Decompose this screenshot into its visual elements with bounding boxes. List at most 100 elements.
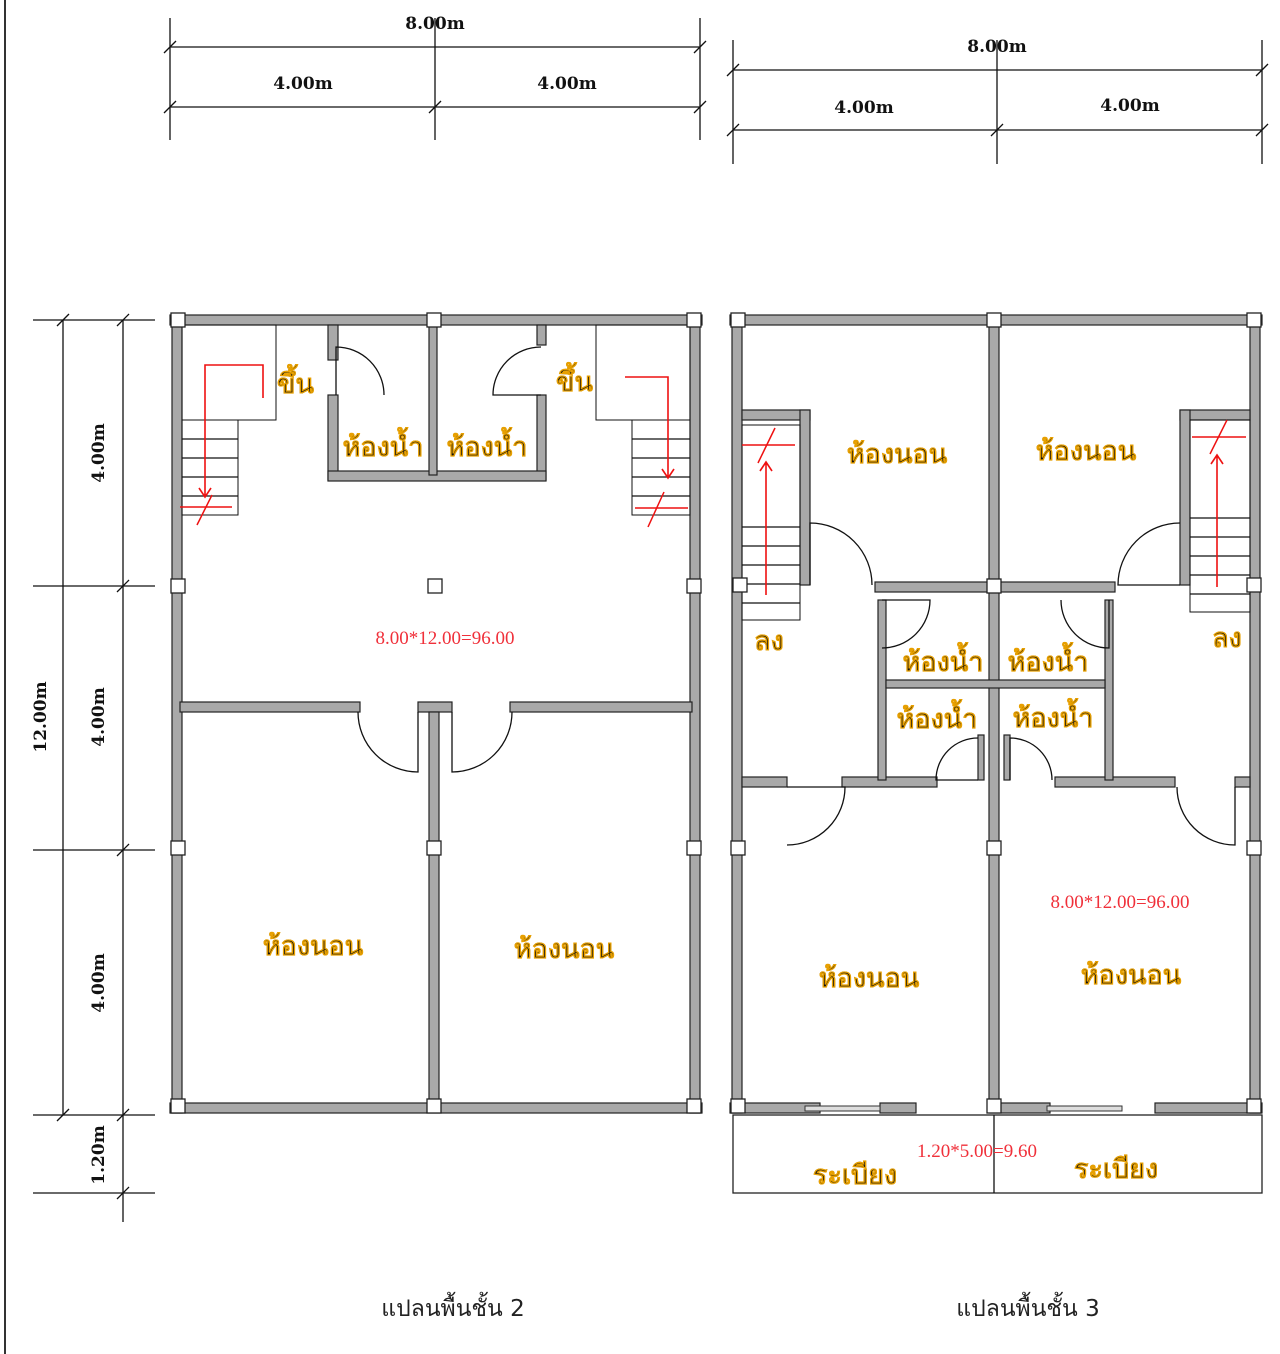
stair-direction-arrow — [198, 364, 264, 499]
wall — [1234, 776, 1251, 788]
door-swing — [451, 711, 513, 773]
f2-bath-right: ห้องน้ำ — [447, 426, 528, 463]
column — [427, 578, 443, 594]
stair-direction-arrow — [759, 460, 773, 595]
wall — [885, 679, 1106, 689]
column — [426, 840, 442, 856]
f3-bath-3: ห้องน้ำ — [897, 698, 978, 735]
f2-stair-left-label: ขึ้น — [277, 363, 314, 400]
window — [1046, 1105, 1123, 1112]
f3-dim-half-right: 4.00m — [1100, 96, 1159, 116]
f3-bed-bottom-left: ห้องนอน — [819, 963, 920, 994]
dimension-tick — [693, 100, 707, 114]
column — [1246, 312, 1262, 328]
f3-balcony-right: ระเบียง — [1074, 1154, 1158, 1185]
dimension-tick — [990, 123, 1004, 137]
f2-dim-balcony: 1.20m — [89, 1125, 109, 1184]
column — [986, 1098, 1002, 1114]
stair-break-line — [1209, 419, 1228, 455]
wall — [327, 324, 339, 361]
wall — [1154, 1102, 1263, 1114]
column — [170, 1098, 186, 1114]
wall — [536, 324, 547, 346]
stair-direction-arrow — [625, 376, 675, 480]
column — [730, 312, 746, 328]
column — [686, 312, 702, 328]
wall — [428, 711, 440, 1105]
window — [804, 1105, 881, 1112]
stair-break-line — [196, 494, 213, 526]
door-swing — [935, 737, 979, 781]
wall — [1003, 734, 1011, 781]
dimension-tick — [1255, 63, 1269, 77]
stair-flight — [1189, 419, 1251, 613]
door-swing — [357, 711, 419, 773]
door-swing — [335, 346, 385, 396]
column — [426, 312, 442, 328]
stair-break-line — [757, 427, 776, 464]
column — [986, 840, 1002, 856]
dimension-tick — [163, 40, 177, 54]
column — [1246, 840, 1262, 856]
door-swing — [881, 599, 931, 649]
f3-stair-left-label: ลง — [754, 626, 784, 657]
wall — [689, 314, 701, 1114]
f2-dim-total-depth: 12.00m — [31, 681, 51, 752]
column — [730, 840, 746, 856]
column — [170, 840, 186, 856]
wall — [1179, 409, 1191, 586]
door-swing — [786, 786, 846, 846]
door-swing — [1176, 786, 1236, 846]
dimension-tick — [163, 100, 177, 114]
f2-area-label: 8.00*12.00=96.00 — [376, 628, 515, 649]
door-swing — [1009, 737, 1053, 781]
column — [986, 312, 1002, 328]
f3-bath-4: ห้องน้ำ — [1013, 697, 1094, 734]
f2-bed-right: ห้องนอน — [514, 934, 615, 965]
f3-bed-top-right: ห้องนอน — [1036, 436, 1137, 467]
balcony-outline — [732, 1114, 1263, 1194]
dimension-tick — [693, 40, 707, 54]
wall — [877, 599, 887, 781]
column — [1246, 1098, 1262, 1114]
f3-bed-bottom-right: ห้องนอน — [1081, 960, 1182, 991]
wall — [841, 776, 938, 788]
stair-flight — [181, 419, 239, 516]
f2-dim-bay-2: 4.00m — [89, 687, 109, 746]
f2-dim-bay-1: 4.00m — [89, 423, 109, 482]
wall — [1249, 314, 1261, 1114]
stair-break-line — [647, 491, 665, 528]
wall — [879, 1102, 917, 1114]
f3-balcony-area: 1.20*5.00=9.60 — [917, 1141, 1037, 1162]
wall — [741, 776, 788, 788]
wall — [327, 394, 339, 481]
f2-bath-left: ห้องน้ำ — [343, 426, 424, 463]
wall — [509, 701, 693, 713]
f2-stair-right-label: ขึ้น — [556, 361, 593, 398]
f2-dim-total-width: 8.00m — [405, 14, 464, 34]
column — [170, 312, 186, 328]
f2-bed-left: ห้องนอน — [263, 931, 364, 962]
wall — [1054, 776, 1176, 788]
f3-balcony-left: ระเบียง — [813, 1160, 897, 1191]
stair-direction-arrow — [1210, 453, 1224, 587]
f3-area-label: 8.00*12.00=96.00 — [1051, 892, 1190, 913]
column — [686, 578, 702, 594]
f3-bath-2: ห้องน้ำ — [1008, 641, 1089, 678]
column — [686, 840, 702, 856]
f2-dim-half-left: 4.00m — [273, 74, 332, 94]
stair-landing — [595, 324, 691, 421]
wall — [428, 324, 438, 476]
f2-caption: แปลนพื้นชั้น 2 — [381, 1292, 524, 1322]
column — [686, 1098, 702, 1114]
wall — [799, 409, 811, 586]
dimension-tick — [428, 100, 442, 114]
door-swing — [492, 346, 542, 396]
column — [170, 578, 186, 594]
f3-stair-right-label: ลง — [1212, 623, 1242, 654]
dimension-tick — [726, 123, 740, 137]
door-swing — [1117, 522, 1181, 586]
column — [1246, 577, 1262, 593]
stair-flight — [631, 419, 691, 516]
